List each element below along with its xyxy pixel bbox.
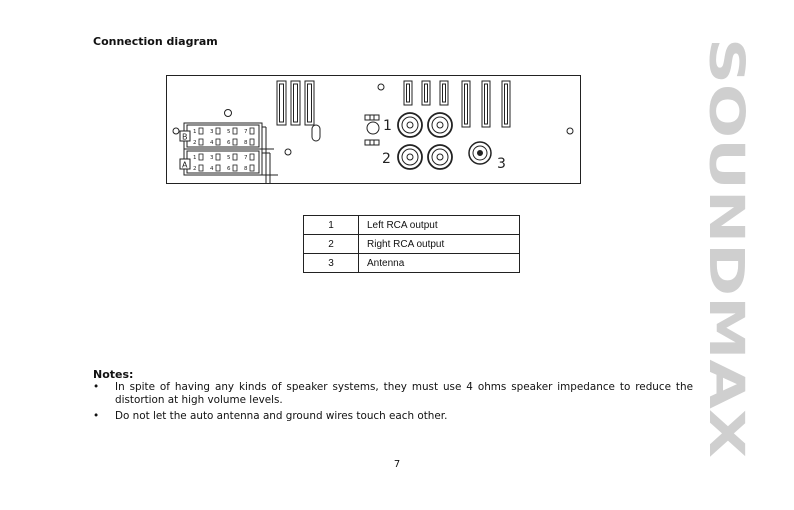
- antenna-jack: [468, 141, 492, 165]
- pin-label: 7: [244, 155, 248, 161]
- legend-table: 1 Left RCA output 2 Right RCA output 3 A…: [303, 215, 520, 273]
- note-text: Do not let the auto antenna and ground w…: [115, 410, 448, 422]
- pin-label: 5: [227, 129, 231, 135]
- screw-hole: [566, 127, 574, 135]
- panel-outline: [166, 75, 581, 184]
- list-item: • Do not let the auto antenna and ground…: [93, 410, 693, 423]
- pin-label: 1: [193, 155, 197, 161]
- list-item: • In spite of having any kinds of speake…: [93, 381, 693, 407]
- callout-2: 2: [382, 151, 391, 167]
- pin-label: 3: [210, 155, 214, 161]
- connector-letter-b: B: [182, 133, 188, 142]
- pin-label: 5: [227, 155, 231, 161]
- legend-number: 2: [303, 234, 359, 254]
- ground-post: [366, 121, 380, 135]
- notes-list: • In spite of having any kinds of speake…: [93, 381, 693, 426]
- table-row: 3 Antenna: [303, 253, 520, 273]
- page-number: 7: [393, 459, 401, 470]
- legend-label: Left RCA output: [358, 215, 520, 235]
- brand-text: SOUNDMAX: [702, 38, 754, 458]
- bullet: •: [93, 381, 100, 393]
- notes-title: Notes:: [93, 368, 134, 381]
- pin-label: 4: [210, 166, 214, 172]
- pin-label: 4: [210, 140, 214, 146]
- screw-hole: [172, 127, 180, 135]
- pin-label: 8: [244, 166, 248, 172]
- table-row: 1 Left RCA output: [303, 215, 520, 235]
- screw-hole: [377, 83, 385, 91]
- callout-3: 3: [497, 156, 506, 172]
- pin-label: 1: [193, 129, 197, 135]
- legend-number: 3: [303, 253, 359, 273]
- legend-table-container: 1 Left RCA output 2 Right RCA output 3 A…: [303, 215, 520, 273]
- small-terminal: [364, 114, 380, 121]
- page-heading: Connection diagram: [93, 35, 218, 48]
- heatsink-slots-left: [276, 80, 315, 126]
- pin-label: 8: [244, 140, 248, 146]
- connector-letter-a: A: [182, 161, 188, 170]
- legend-label: Antenna: [358, 253, 520, 273]
- callout-1: 1: [383, 118, 392, 134]
- pin-label: 7: [244, 129, 248, 135]
- screw-hole: [224, 109, 232, 117]
- pin-label: 6: [227, 140, 231, 146]
- legend-number: 1: [303, 215, 359, 235]
- small-terminal: [364, 139, 380, 146]
- bullet: •: [93, 410, 100, 422]
- screw-hole: [284, 148, 292, 156]
- table-row: 2 Right RCA output: [303, 234, 520, 254]
- heatsink-slots-right: [403, 80, 511, 128]
- pin-label: 2: [193, 140, 197, 146]
- pin-sockets-b: [198, 127, 255, 146]
- pin-label: 3: [210, 129, 214, 135]
- brand-logo: SOUNDMAX: [702, 38, 754, 458]
- pin-label: 6: [227, 166, 231, 172]
- rear-panel-diagram: B 1 3 5 7 2 4 6 8 A 1 3 5 7: [166, 75, 582, 191]
- legend-label: Right RCA output: [358, 234, 520, 254]
- rca-jacks: [397, 112, 453, 170]
- fuse-slot: [311, 124, 321, 142]
- pin-label: 2: [193, 166, 197, 172]
- pin-sockets-a: [198, 153, 255, 172]
- note-text: In spite of having any kinds of speaker …: [115, 381, 693, 406]
- iso-connector-a: [179, 148, 278, 183]
